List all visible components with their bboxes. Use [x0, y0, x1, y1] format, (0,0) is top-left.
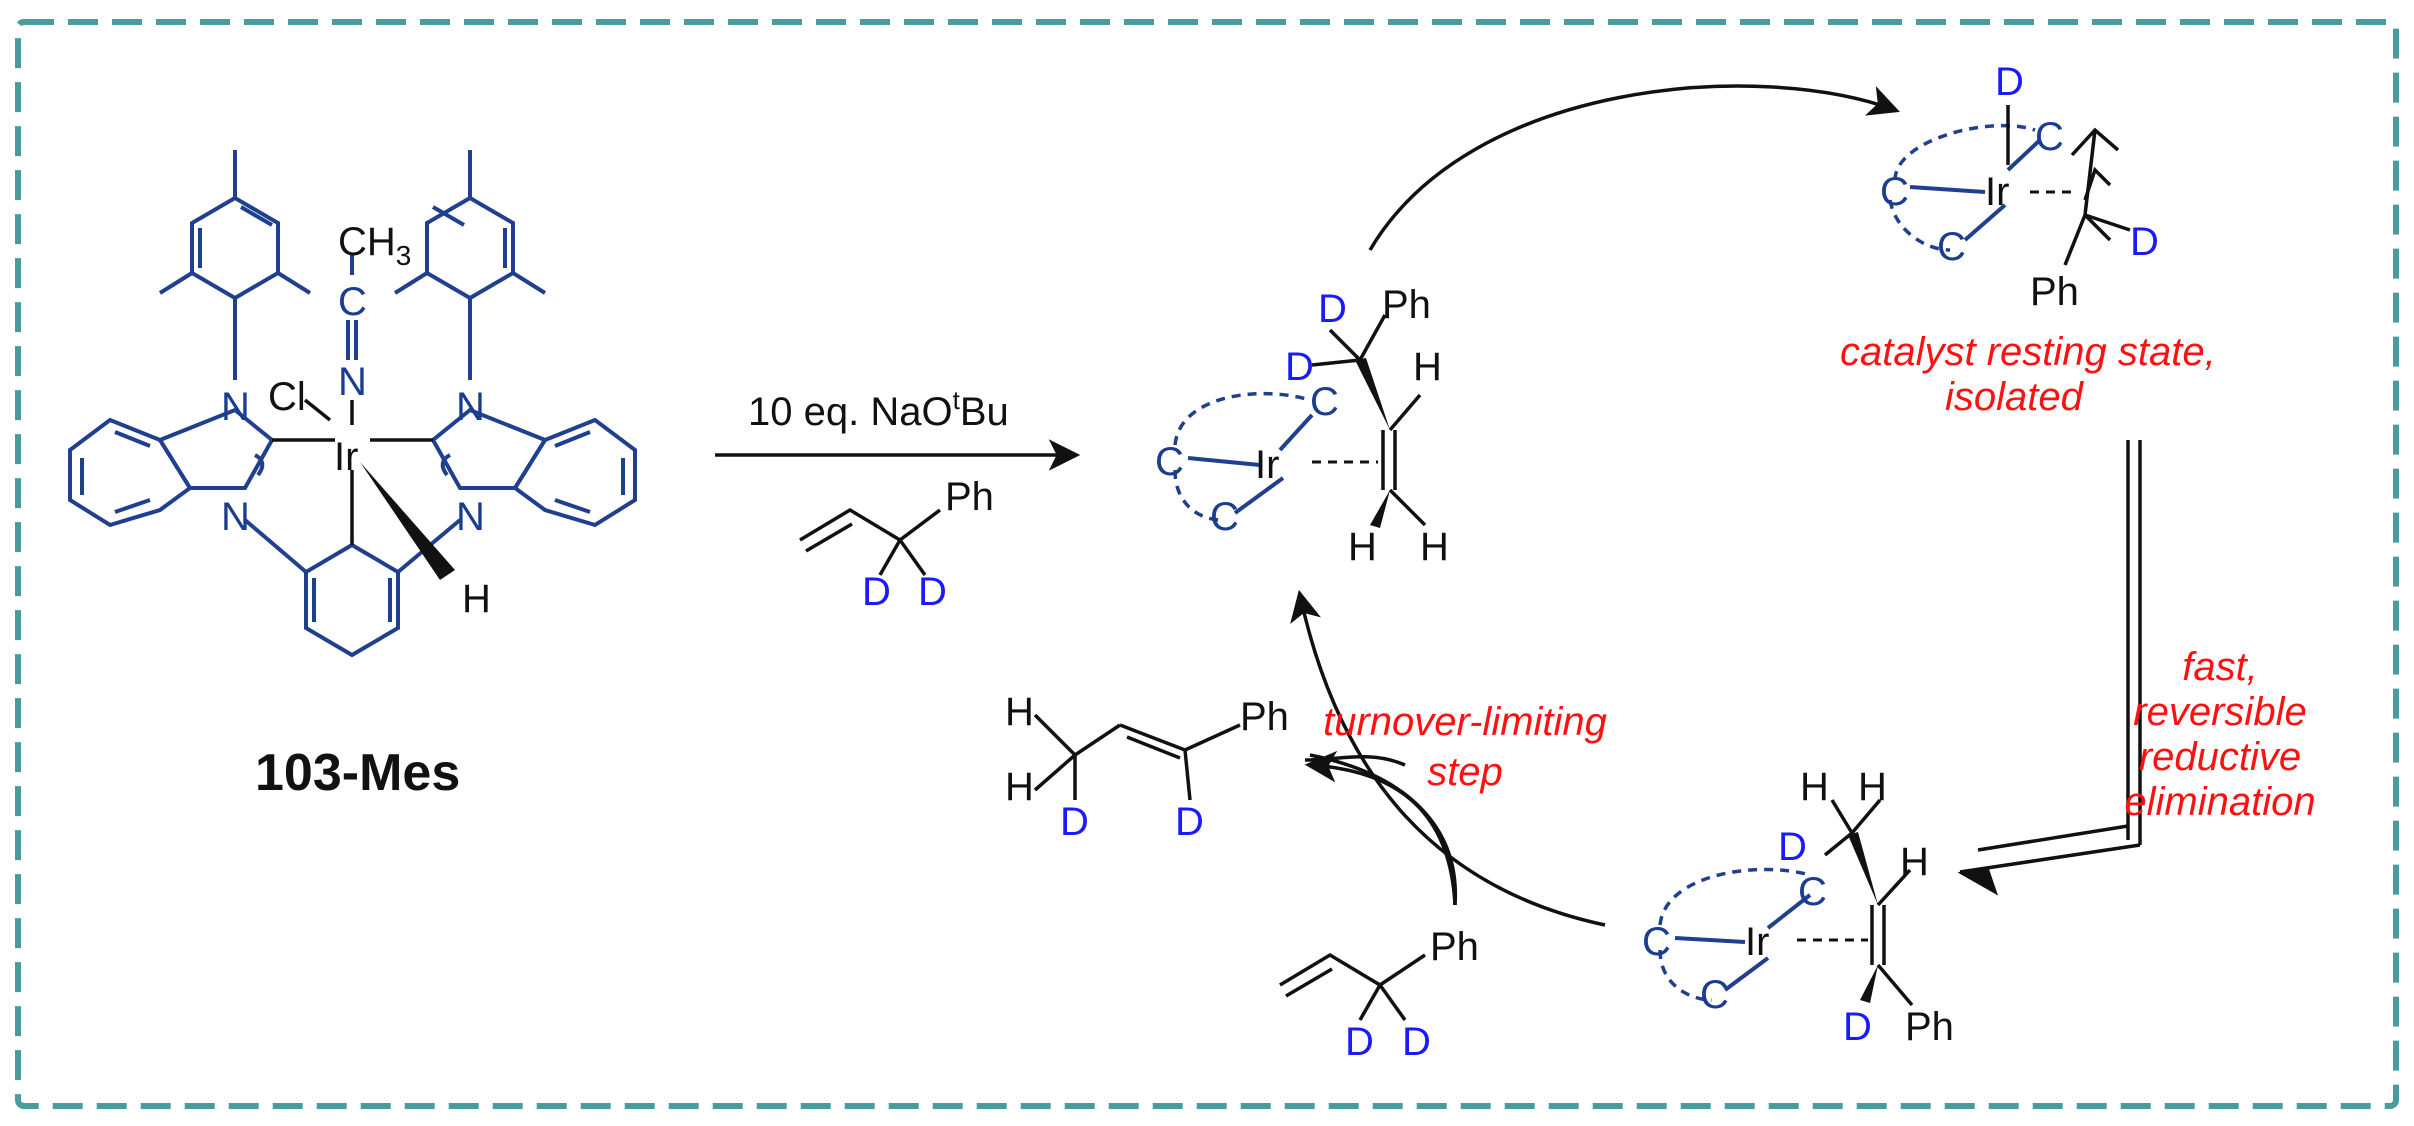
catalyst-n-4: N [456, 495, 485, 539]
turnover-label-1: turnover-limiting [1323, 700, 1607, 744]
bottom-c2: C [1798, 870, 1827, 914]
incoming-substrate: Ph D D [1279, 925, 1479, 1064]
incoming-d2: D [1402, 1020, 1431, 1064]
cycle-resting-species: Ir C C C D D Ph [1880, 60, 2159, 314]
dashed-frame [15, 19, 2399, 1109]
reagent-label: 10 eq. NaOtBu [748, 385, 1009, 434]
top-h3: H [1420, 525, 1449, 569]
catalyst-nitrile-n: N [338, 360, 367, 404]
catalyst-labels: Ir Cl N C CH3 H N N N N 103-Mes [221, 220, 491, 802]
fast-label-3: reductive [2139, 735, 2301, 779]
catalyst-n-3: N [456, 385, 485, 429]
cycle-arrows [1290, 84, 2142, 927]
product-d2: D [1175, 800, 1204, 844]
bottom-h3: H [1900, 840, 1929, 884]
top-c2: C [1310, 380, 1339, 424]
substrate-d2: D [918, 570, 947, 614]
bottom-ph: Ph [1905, 1005, 1954, 1049]
bottom-d2: D [1843, 1005, 1872, 1049]
incoming-d1: D [1345, 1020, 1374, 1064]
bottom-h1: H [1800, 765, 1829, 809]
product-h2: H [1005, 765, 1034, 809]
catalyst-n-2: N [221, 495, 250, 539]
reaction-arrow-group: 10 eq. NaOtBu Ph D D [715, 385, 1081, 614]
substrate-d1: D [862, 570, 891, 614]
resting-d2: D [2130, 220, 2159, 264]
catalyst-hydride: H [462, 577, 491, 621]
resting-c3: C [1937, 225, 1966, 269]
product-h1: H [1005, 690, 1034, 734]
turnover-label-2: step [1427, 750, 1503, 794]
cycle-top-species: Ir C C C D D Ph H H H [1155, 283, 1449, 569]
top-ph: Ph [1382, 283, 1431, 327]
fast-label-1: fast, [2182, 645, 2258, 689]
resting-label-1: catalyst resting state, [1840, 330, 2216, 374]
turnover-annotation: turnover-limiting step [1323, 700, 1607, 794]
catalyst-name: 103-Mes [255, 744, 460, 802]
bottom-c1: C [1642, 920, 1671, 964]
resting-c1: C [1880, 170, 1909, 214]
bottom-h2: H [1858, 765, 1887, 809]
catalyst-chloride: Cl [268, 375, 306, 419]
top-metal: Ir [1255, 443, 1279, 487]
fast-label-4: elimination [2124, 780, 2315, 824]
catalyst-nitrile-c: C [338, 280, 367, 324]
catalyst-structure [68, 150, 637, 658]
bottom-d1: D [1778, 825, 1807, 869]
cycle-product: H H D D Ph [1005, 690, 1289, 844]
resting-label-2: isolated [1945, 375, 2085, 419]
resting-d1: D [1995, 60, 2024, 104]
fast-label-2: reversible [2133, 690, 2306, 734]
top-h2: H [1348, 525, 1377, 569]
cycle-bottom-species: Ir C C C H H H D D Ph [1642, 765, 1954, 1049]
top-d2: D [1285, 345, 1314, 389]
resting-metal: Ir [1985, 170, 2009, 214]
bottom-metal: Ir [1745, 920, 1769, 964]
resting-c2: C [2035, 115, 2064, 159]
top-c1: C [1155, 440, 1184, 484]
fast-annotation: fast, reversible reductive elimination [2124, 645, 2315, 824]
catalyst-metal: Ir [334, 435, 358, 479]
resting-annotation: catalyst resting state, isolated [1840, 330, 2216, 419]
catalyst-n-1: N [221, 385, 250, 429]
bottom-c3: C [1700, 973, 1729, 1017]
catalyst-methyl: CH3 [338, 220, 411, 271]
top-d1: D [1318, 287, 1347, 331]
resting-ph: Ph [2030, 270, 2079, 314]
product-d1: D [1060, 800, 1089, 844]
product-release-arrow [1304, 750, 1457, 906]
substrate-ph: Ph [945, 475, 994, 519]
product-ph: Ph [1240, 695, 1289, 739]
top-h1: H [1413, 345, 1442, 389]
top-c3: C [1210, 495, 1239, 539]
incoming-ph: Ph [1430, 925, 1479, 969]
